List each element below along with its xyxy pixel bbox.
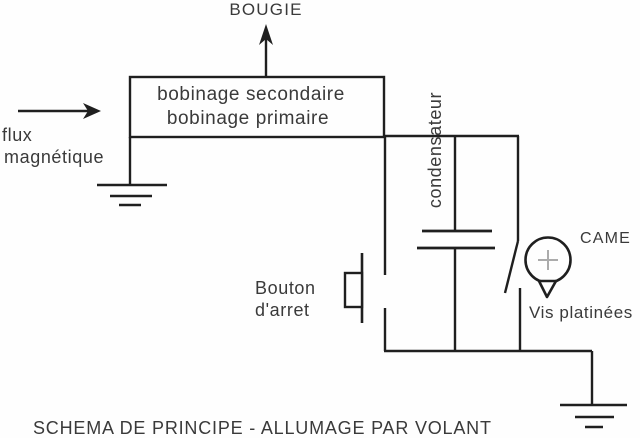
stop-button-label-line2: d'arret	[255, 300, 310, 320]
capacitor-symbol	[417, 229, 495, 250]
coil-secondary-label: bobinage secondaire	[157, 84, 345, 105]
cam-label: CAME	[580, 230, 631, 247]
points-label: Vis platinées	[529, 303, 633, 322]
coil-primary-label: bobinage primaire	[167, 108, 329, 129]
coil-box	[128, 75, 386, 139]
ground-symbol-left	[97, 183, 167, 207]
right-arrow-icon	[83, 103, 101, 119]
flux-label-line1: flux	[2, 125, 32, 145]
spark-plug-label: BOUGIE	[229, 0, 302, 19]
cam-symbol	[524, 236, 572, 299]
cam-lobe	[537, 279, 558, 299]
stop-button-label-line1: Bouton	[255, 278, 316, 298]
cam-axis-plus-icon	[538, 250, 558, 270]
points-switch-blade	[503, 240, 520, 294]
flux-label-line2: magnétique	[4, 147, 104, 167]
up-arrow-icon	[259, 24, 273, 45]
ground-symbol-right	[560, 403, 627, 429]
diagram-title: SCHEMA DE PRINCIPE - ALLUMAGE PAR VOLANT	[33, 418, 492, 438]
stop-button-cap	[343, 271, 364, 309]
capacitor-label: condensateur	[425, 92, 445, 208]
